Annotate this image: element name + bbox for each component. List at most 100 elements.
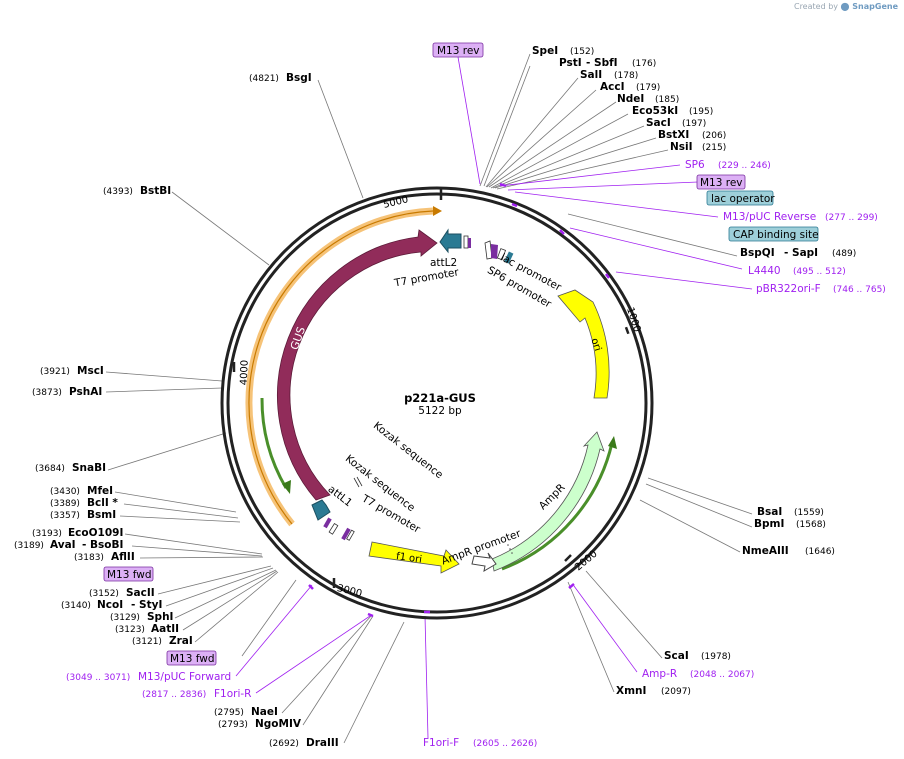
- enzyme-name: NgoMIV: [255, 718, 302, 730]
- primer-pos: (277 .. 299): [825, 213, 878, 223]
- primer-ticks: [308, 182, 610, 618]
- attL1-feature: [311, 499, 331, 521]
- enzyme-pos: (3189): [14, 541, 44, 551]
- attl1-label: attL1: [326, 483, 355, 509]
- enzyme-name: BsaI: [757, 506, 782, 518]
- tick-label-5000: 5000: [382, 194, 409, 211]
- m13-rev-top-box: M13 rev: [437, 45, 480, 57]
- enzyme-pos: (179): [636, 83, 660, 93]
- primer-name: M13/pUC Reverse: [723, 211, 816, 223]
- enzyme-name: BsmI: [87, 509, 116, 521]
- enzyme-pos: (2692): [269, 739, 299, 749]
- enzyme-name: BstBI: [140, 185, 171, 197]
- f1-ori-feature: [368, 541, 460, 574]
- enzyme-name: NdeI: [617, 93, 644, 105]
- f1-ori-label: f1 ori: [395, 551, 422, 566]
- outer-orange-arc-core: [248, 210, 434, 525]
- enzyme-pos: (215): [702, 143, 726, 153]
- enzyme-name: BclI *: [87, 497, 118, 509]
- enzyme-name: BpmI: [754, 518, 784, 530]
- enzyme-pos: (3193): [32, 529, 62, 539]
- backbone: [220, 186, 654, 620]
- enzyme-name: - SapI: [784, 247, 818, 259]
- primer-pos: (2817 .. 2836): [142, 690, 206, 700]
- enzyme-name: Eco53kI: [632, 105, 678, 117]
- enzyme-labels-right: SpeI (152) PstI - SbfI (176) SalI (178) …: [532, 45, 856, 697]
- tick-label-3000: 3000: [336, 583, 363, 600]
- attl2-label: attL2: [430, 257, 457, 269]
- primer-name: SP6: [685, 159, 705, 171]
- attL2-feature: [439, 228, 462, 254]
- enzyme-pos: (178): [614, 71, 638, 81]
- enzyme-name: BsgI: [286, 72, 312, 84]
- snapgene-logo: ⬤ SnapGene: [840, 2, 898, 11]
- enzyme-name: NcoI: [97, 599, 123, 611]
- t7-promoter-top-label: T7 promoter: [392, 266, 460, 289]
- enzyme-pos: (4821): [249, 74, 279, 84]
- enzyme-name: - SbfI: [586, 57, 618, 69]
- enzyme-name: NsiI: [670, 141, 693, 153]
- tick-label-2000: 2000: [573, 549, 600, 574]
- enzyme-name: AflII: [111, 551, 135, 563]
- plasmid-name: p221a-GUS: [404, 391, 476, 405]
- enzyme-name: PshAI: [69, 386, 102, 398]
- primer-pos: (3049 .. 3071): [66, 673, 130, 683]
- enzyme-pos: (3140): [61, 601, 91, 611]
- enzyme-pos: (3389): [50, 499, 80, 509]
- m13-rev-right-box: M13 rev: [700, 177, 743, 189]
- enzyme-name: SnaBI: [72, 462, 106, 474]
- enzyme-pos: (2097): [661, 687, 691, 697]
- enzyme-name: SacI: [646, 117, 671, 129]
- orange-arc-arrow: [433, 206, 442, 216]
- enzyme-pos: (195): [689, 107, 713, 117]
- plasmid-length: 5122 bp: [418, 405, 462, 417]
- green-arc-left-arrow: [282, 480, 291, 494]
- primer-pos: (229 .. 246): [718, 161, 771, 171]
- enzyme-name: SphI: [147, 611, 173, 623]
- primer-name: F1ori-R: [214, 688, 251, 700]
- enzyme-pos: (1559): [794, 508, 824, 518]
- enzyme-pos: (3430): [50, 487, 80, 497]
- m13-fwd-bottom-box: M13 fwd: [170, 653, 215, 665]
- enzyme-pos: (3129): [110, 613, 140, 623]
- enzyme-name: - StyI: [131, 599, 162, 611]
- ori-label: ori: [588, 337, 602, 353]
- enzyme-name: NaeI: [251, 706, 278, 718]
- cap-binding-site-box: CAP binding site: [733, 229, 819, 241]
- primer-pos: (2048 .. 2067): [690, 670, 754, 680]
- gus-label: GUS: [288, 325, 308, 352]
- enzyme-pos: (3123): [115, 625, 145, 635]
- top-small-features: [463, 235, 514, 264]
- lac-operator-box: lac operator: [711, 193, 775, 205]
- enzyme-pos: (1978): [701, 652, 731, 662]
- enzyme-name: AccI: [600, 81, 624, 93]
- enzyme-name: SacII: [126, 587, 155, 599]
- enzyme-pos: (1646): [805, 547, 835, 557]
- enzyme-name: BstXI: [658, 129, 689, 141]
- green-arc-ampr-arrow: [608, 436, 617, 449]
- boxed-labels: M13 rev M13 rev lac operator CAP binding…: [103, 42, 819, 666]
- enzyme-pos: (3121): [132, 637, 162, 647]
- primer-name: Amp-R: [642, 668, 677, 680]
- enzyme-name: DraIII: [306, 737, 339, 749]
- primer-leader-lines: [235, 56, 753, 739]
- snapgene-credit: Created by ⬤ SnapGene: [794, 2, 898, 11]
- enzyme-name: AatII: [151, 623, 179, 635]
- enzyme-name: BspQI: [740, 247, 775, 259]
- enzyme-name: ScaI: [664, 650, 689, 662]
- primer-labels: SP6 (229 .. 246) M13/pUC Reverse (277 ..…: [66, 159, 886, 749]
- enzyme-pos: (185): [655, 95, 679, 105]
- gus-feature: [277, 229, 438, 501]
- primer-name: pBR322ori-F: [756, 283, 821, 295]
- enzyme-pos: (3684): [35, 464, 65, 474]
- enzyme-labels-left: (4821) BsgI (4393) BstBI (3921) MscI (38…: [14, 72, 339, 749]
- enzyme-pos: (197): [682, 119, 706, 129]
- ampr-feature: [491, 431, 605, 572]
- primer-pos: (2605 .. 2626): [473, 739, 537, 749]
- enzyme-name: PstI: [559, 57, 582, 69]
- enzyme-name: NmeAIII: [742, 545, 789, 557]
- bottom-small-features: [323, 476, 363, 541]
- primer-pos: (495 .. 512): [793, 267, 846, 277]
- kozak-top-label: Kozak sequence: [371, 420, 445, 482]
- enzyme-name: - BsoBI: [82, 539, 123, 551]
